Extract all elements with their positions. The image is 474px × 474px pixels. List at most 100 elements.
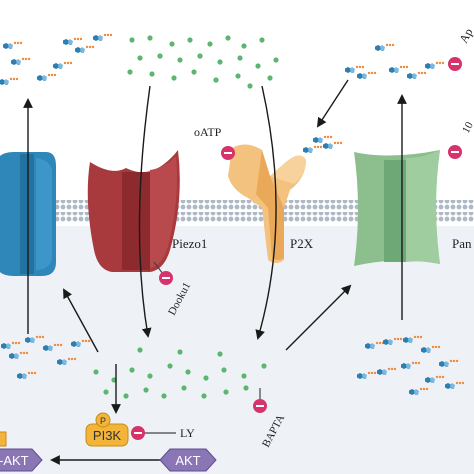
ly-label: LY: [180, 426, 195, 440]
akt-node: AKT: [159, 448, 217, 472]
atp-molecule-icon: [75, 45, 95, 53]
ion-dot-icon: [169, 41, 175, 47]
atp-molecule-icon: [403, 335, 423, 343]
atp-molecule-icon: [11, 57, 31, 65]
ion-dot-icon: [197, 53, 203, 59]
ion-dot-icon: [161, 393, 167, 399]
ion-dot-icon: [225, 35, 231, 41]
top-right-label: 10: [460, 120, 474, 136]
p2x-receptor: [228, 144, 306, 263]
atp-molecule-icon: [389, 65, 409, 73]
phosphate-badge: [95, 412, 111, 428]
ion-dot-icon: [123, 393, 129, 399]
atp-molecule-icon: [43, 343, 63, 351]
atp-molecule-icon: [425, 61, 445, 69]
ion-dot-icon: [167, 363, 173, 369]
atp-molecule-icon: [3, 41, 23, 49]
atp-molecule-icon: [439, 359, 459, 367]
phosphate-label: P: [100, 416, 106, 426]
ion-dot-icon: [103, 389, 109, 395]
ion-dot-icon: [191, 69, 197, 75]
ion-dot-icon: [241, 43, 247, 49]
arrow-to-pannexin: [285, 284, 352, 351]
piezo1-label: Piezo1: [172, 236, 207, 251]
atp-molecule-icon: [377, 367, 397, 375]
ion-dot-icon: [221, 367, 227, 373]
cytoplasm-region: [0, 226, 474, 474]
atp-molecule-icon: [17, 371, 37, 379]
atp-molecule-icon: [93, 33, 113, 41]
arrow-atp-to-p2x: [316, 79, 349, 128]
ion-dot-icon: [261, 363, 267, 369]
atp-molecule-icon: [71, 339, 91, 347]
atp-molecule-icon: [57, 357, 77, 365]
atp-molecule-icon: [383, 337, 403, 345]
atp-molecule-icon: [401, 361, 421, 369]
ion-dot-icon: [171, 75, 177, 81]
ap-inhibitor-icon: [448, 57, 462, 71]
ion-dot-icon: [137, 347, 143, 353]
ion-dot-icon: [129, 367, 135, 373]
cell-membrane: [0, 200, 474, 222]
dooku1-inhibitor-icon: [153, 261, 173, 285]
atp-molecule-icon: [63, 37, 83, 45]
pathway-arrows: [23, 79, 407, 465]
atp-molecule-icon: [25, 335, 45, 343]
atp-molecule-icon: [9, 351, 29, 359]
atp-molecule-icon: [357, 371, 377, 379]
ion-dot-icon: [259, 37, 265, 43]
pannexin-label: Pan: [452, 236, 472, 251]
ion-dot-icon: [147, 373, 153, 379]
ion-dot-icon: [177, 349, 183, 355]
ion-dot-icon: [185, 369, 191, 375]
ion-dot-icon: [157, 53, 163, 59]
atp-molecule-icon: [1, 341, 21, 349]
bapta-inhibitor-icon: [253, 388, 267, 413]
ion-dot-icon: [217, 59, 223, 65]
ion-dot-icon: [181, 385, 187, 391]
p2x-label: P2X: [290, 236, 314, 251]
atp-molecule-icon: [365, 341, 385, 349]
ion-dot-icon: [129, 37, 135, 43]
ap-label: Ap: [456, 26, 474, 46]
ion-dot-icon: [207, 41, 213, 47]
arrow-ion-influx-p2x: [255, 85, 277, 340]
ion-dot-icon: [187, 37, 193, 43]
oatp-label: oATP: [194, 125, 222, 139]
top-right-inhibitor-icon: [448, 145, 462, 159]
ion-dot-icon: [93, 369, 99, 375]
ion-dot-icon: [149, 71, 155, 77]
atp-molecule-icon: [303, 145, 323, 153]
ion-dot-icon: [235, 73, 241, 79]
pi3k-label: PI3K: [93, 428, 122, 443]
ion-dot-icon: [213, 77, 219, 83]
ion-dot-icon: [137, 55, 143, 61]
atp-molecule-icon: [313, 135, 333, 143]
ion-dot-icon: [201, 393, 207, 399]
ion-dot-icon: [223, 389, 229, 395]
ion-dot-icon: [241, 373, 247, 379]
atp-molecule-icon: [407, 71, 427, 79]
ion-dot-icon: [217, 351, 223, 357]
arrow-to-blue-channel: [63, 288, 99, 353]
ly-inhibitor-icon: [131, 426, 176, 440]
arrow-ion-influx-piezo: [138, 85, 152, 338]
atp-molecule-icon: [445, 381, 465, 389]
p-akt-label: -AKT: [0, 453, 29, 468]
pannexin-channel: [354, 150, 440, 266]
atp-molecule-clusters: [0, 33, 465, 395]
atp-molecule-icon: [0, 77, 19, 85]
akt-label: AKT: [175, 453, 200, 468]
atp-molecule-icon: [425, 375, 445, 383]
atp-molecule-icon: [53, 61, 73, 69]
ion-dot-icon: [203, 375, 209, 381]
ion-dot-icon: [255, 63, 261, 69]
ion-dot-icon: [147, 35, 153, 41]
ion-dot-icon: [127, 69, 133, 75]
pi3k-node: PI3K P: [85, 412, 129, 447]
ion-dot-icon: [143, 387, 149, 393]
atp-molecule-icon: [37, 73, 57, 81]
ion-dot-icon: [177, 57, 183, 63]
ion-dot-icon: [267, 75, 273, 81]
